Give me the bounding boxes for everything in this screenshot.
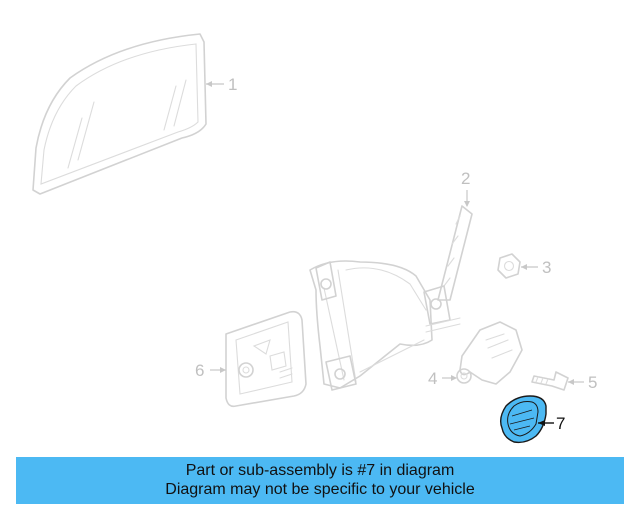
part-5-bolt[interactable] (531, 371, 569, 391)
part-7-highlighted[interactable] (499, 395, 547, 444)
callout-5: 5 (568, 373, 597, 392)
part-3-nut[interactable] (497, 253, 521, 279)
part-6-cover-panel[interactable] (225, 310, 307, 408)
caption-line-1: Part or sub-assembly is #7 in diagram (185, 462, 455, 479)
svg-text:5: 5 (588, 373, 597, 392)
svg-text:2: 2 (461, 169, 470, 188)
callout-2: 2 (461, 169, 470, 207)
parts-diagram: 1 2 3 4 5 6 7 (32, 33, 597, 444)
svg-text:7: 7 (556, 414, 565, 433)
callout-6: 6 (195, 361, 226, 380)
part-2-window-regulator[interactable] (309, 205, 473, 391)
svg-text:3: 3 (542, 258, 551, 277)
callout-7: 7 (538, 414, 565, 433)
callout-3: 3 (521, 258, 551, 277)
part-4-regulator-motor[interactable] (456, 321, 523, 385)
svg-text:6: 6 (195, 361, 204, 380)
part-1-door-glass[interactable] (32, 33, 207, 195)
svg-text:4: 4 (428, 369, 437, 388)
callout-1: 1 (206, 75, 237, 94)
diagram-caption-banner: Part or sub-assembly is #7 in diagram Di… (16, 457, 624, 504)
caption-line-2: Diagram may not be specific to your vehi… (165, 481, 475, 498)
callout-4: 4 (428, 369, 457, 388)
svg-text:1: 1 (228, 75, 237, 94)
